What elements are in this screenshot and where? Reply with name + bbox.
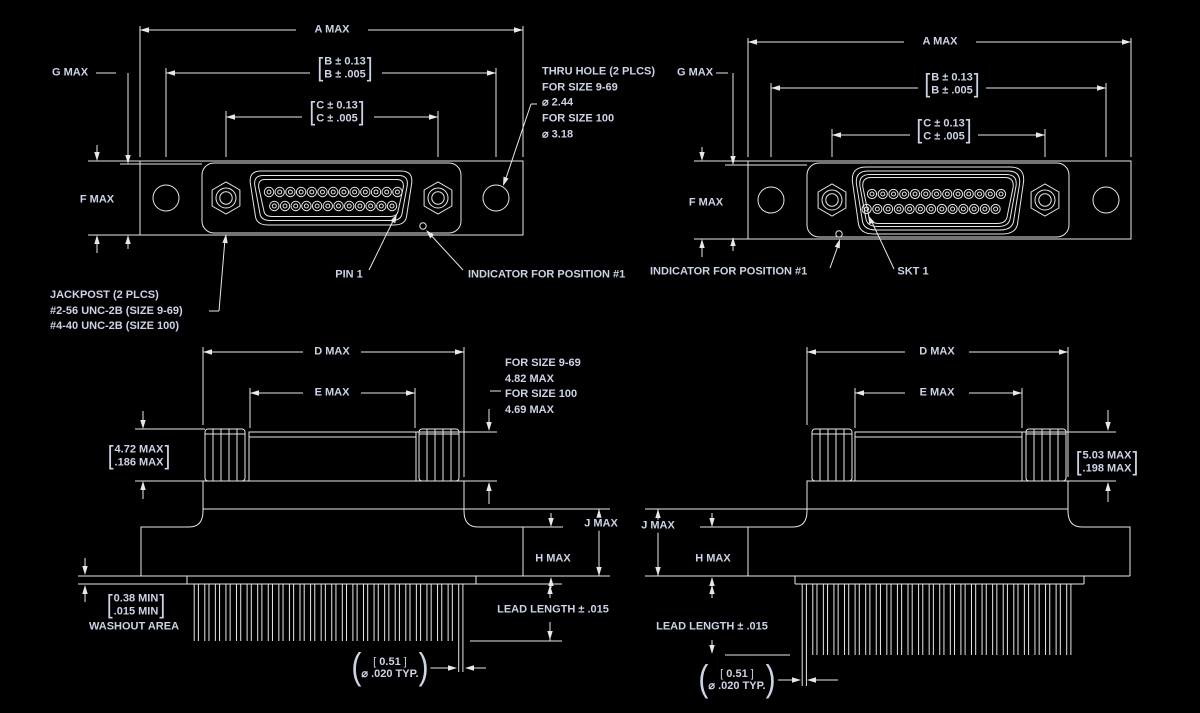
washout-line1: 0.38 MIN: [113, 592, 159, 605]
dim-height-mm-right: 5.03 MAX: [1082, 449, 1132, 462]
dim-b-in-right: B ± .005: [931, 84, 973, 96]
dim-c-mm-right: C ± 0.13: [923, 117, 965, 130]
front-view-socket-connector: [694, 38, 1132, 270]
washout-area-label: WASHOUT AREA: [86, 620, 182, 634]
lead-typ-in-right: ⌀ .020 TYP.: [708, 680, 766, 692]
dim-h-max-right: H MAX: [693, 552, 733, 566]
dim-height-mm: 4.72 MAX: [114, 443, 164, 456]
side-view-pin-connector: [78, 347, 610, 672]
dim-b-mm: B ± 0.13: [324, 55, 366, 68]
indicator-label-right: INDICATOR FOR POSITION #1: [648, 265, 810, 279]
dim-g-max-right: G MAX: [674, 66, 716, 80]
dim-a-max: A MAX: [312, 23, 352, 37]
dim-b-mm-right: B ± 0.13: [931, 71, 973, 84]
thru-hole-line5: ⌀ 3.18: [542, 127, 574, 140]
dim-j-max: J MAX: [582, 517, 620, 531]
dim-c-right: C ± 0.13C ± .005: [914, 117, 974, 143]
dim-lead-length: LEAD LENGTH ± .015: [495, 603, 611, 617]
dim-c-mm: C ± 0.13: [316, 99, 358, 112]
dim-lead-length-right: LEAD LENGTH ± .015: [654, 620, 770, 634]
dim-d-max: D MAX: [312, 345, 352, 359]
skt1-label: SKT 1: [895, 265, 931, 279]
side-view-socket-connector: [645, 347, 1131, 686]
dim-b-in: B ± .005: [324, 68, 366, 80]
indicator-label: INDICATOR FOR POSITION #1: [466, 268, 628, 282]
thru-hole-line3: ⌀ 2.44: [542, 96, 574, 109]
dim-h-max: H MAX: [533, 552, 573, 566]
lead-typ-mm-right: 0.51: [720, 667, 754, 680]
dim-b-right: B ± 0.13B ± .005: [922, 71, 982, 97]
size-height-note: FOR SIZE 9-69 4.82 MAX FOR SIZE 100 4.69…: [503, 357, 583, 417]
dim-height-left: 4.72 MAX.186 MAX: [105, 443, 173, 469]
jackpost-note-line3: #4-40 UNC-2B (SIZE 100): [50, 320, 179, 333]
dim-e-max-right: E MAX: [917, 386, 957, 400]
dim-c-in: C ± .005: [316, 112, 358, 124]
dim-e-max: E MAX: [312, 386, 352, 400]
dim-g-max: G MAX: [49, 66, 91, 80]
size-note-line4: 4.69 MAX: [505, 404, 554, 417]
pin1-label: PIN 1: [333, 268, 365, 282]
thru-hole-line1: THRU HOLE (2 PLCS): [542, 65, 656, 78]
dim-height-right: 5.03 MAX.198 MAX: [1073, 449, 1141, 475]
washout-line2: .015 MIN: [113, 605, 159, 617]
lead-typ-dim: 0.51⌀ .020 TYP.: [349, 650, 431, 686]
dim-f-max-right: F MAX: [686, 196, 726, 210]
lead-typ-in: ⌀ .020 TYP.: [361, 668, 419, 680]
thru-hole-line4: FOR SIZE 100: [542, 112, 615, 125]
lead-typ-dim-right: 0.51⌀ .020 TYP.: [696, 662, 778, 698]
dim-height-in-right: .198 MAX: [1082, 462, 1132, 474]
dim-a-max-right: A MAX: [920, 35, 960, 49]
jackpost-note: JACKPOST (2 PLCS) #2-56 UNC-2B (SIZE 9-6…: [48, 289, 185, 333]
dim-f-max: F MAX: [77, 193, 117, 207]
size-note-line1: FOR SIZE 9-69: [505, 357, 581, 370]
dim-height-in: .186 MAX: [114, 456, 164, 468]
washout-dim: 0.38 MIN.015 MIN: [104, 592, 168, 618]
dim-c: C ± 0.13C ± .005: [307, 99, 367, 125]
size-note-line2: 4.82 MAX: [505, 372, 554, 385]
dim-j-max-right: J MAX: [639, 519, 677, 533]
lead-typ-mm: 0.51: [373, 655, 407, 668]
front-view-pin-connector: [88, 26, 537, 312]
dim-c-in-right: C ± .005: [923, 130, 965, 142]
thru-hole-note: THRU HOLE (2 PLCS) FOR SIZE 9-69 ⌀ 2.44 …: [540, 65, 657, 140]
dim-b: B ± 0.13B ± .005: [315, 55, 375, 81]
jackpost-note-line2: #2-56 UNC-2B (SIZE 9-69): [50, 304, 183, 317]
size-note-line3: FOR SIZE 100: [505, 388, 578, 401]
thru-hole-line2: FOR SIZE 9-69: [542, 81, 618, 94]
jackpost-note-line1: JACKPOST (2 PLCS): [50, 289, 159, 302]
dim-d-max-right: D MAX: [917, 345, 957, 359]
